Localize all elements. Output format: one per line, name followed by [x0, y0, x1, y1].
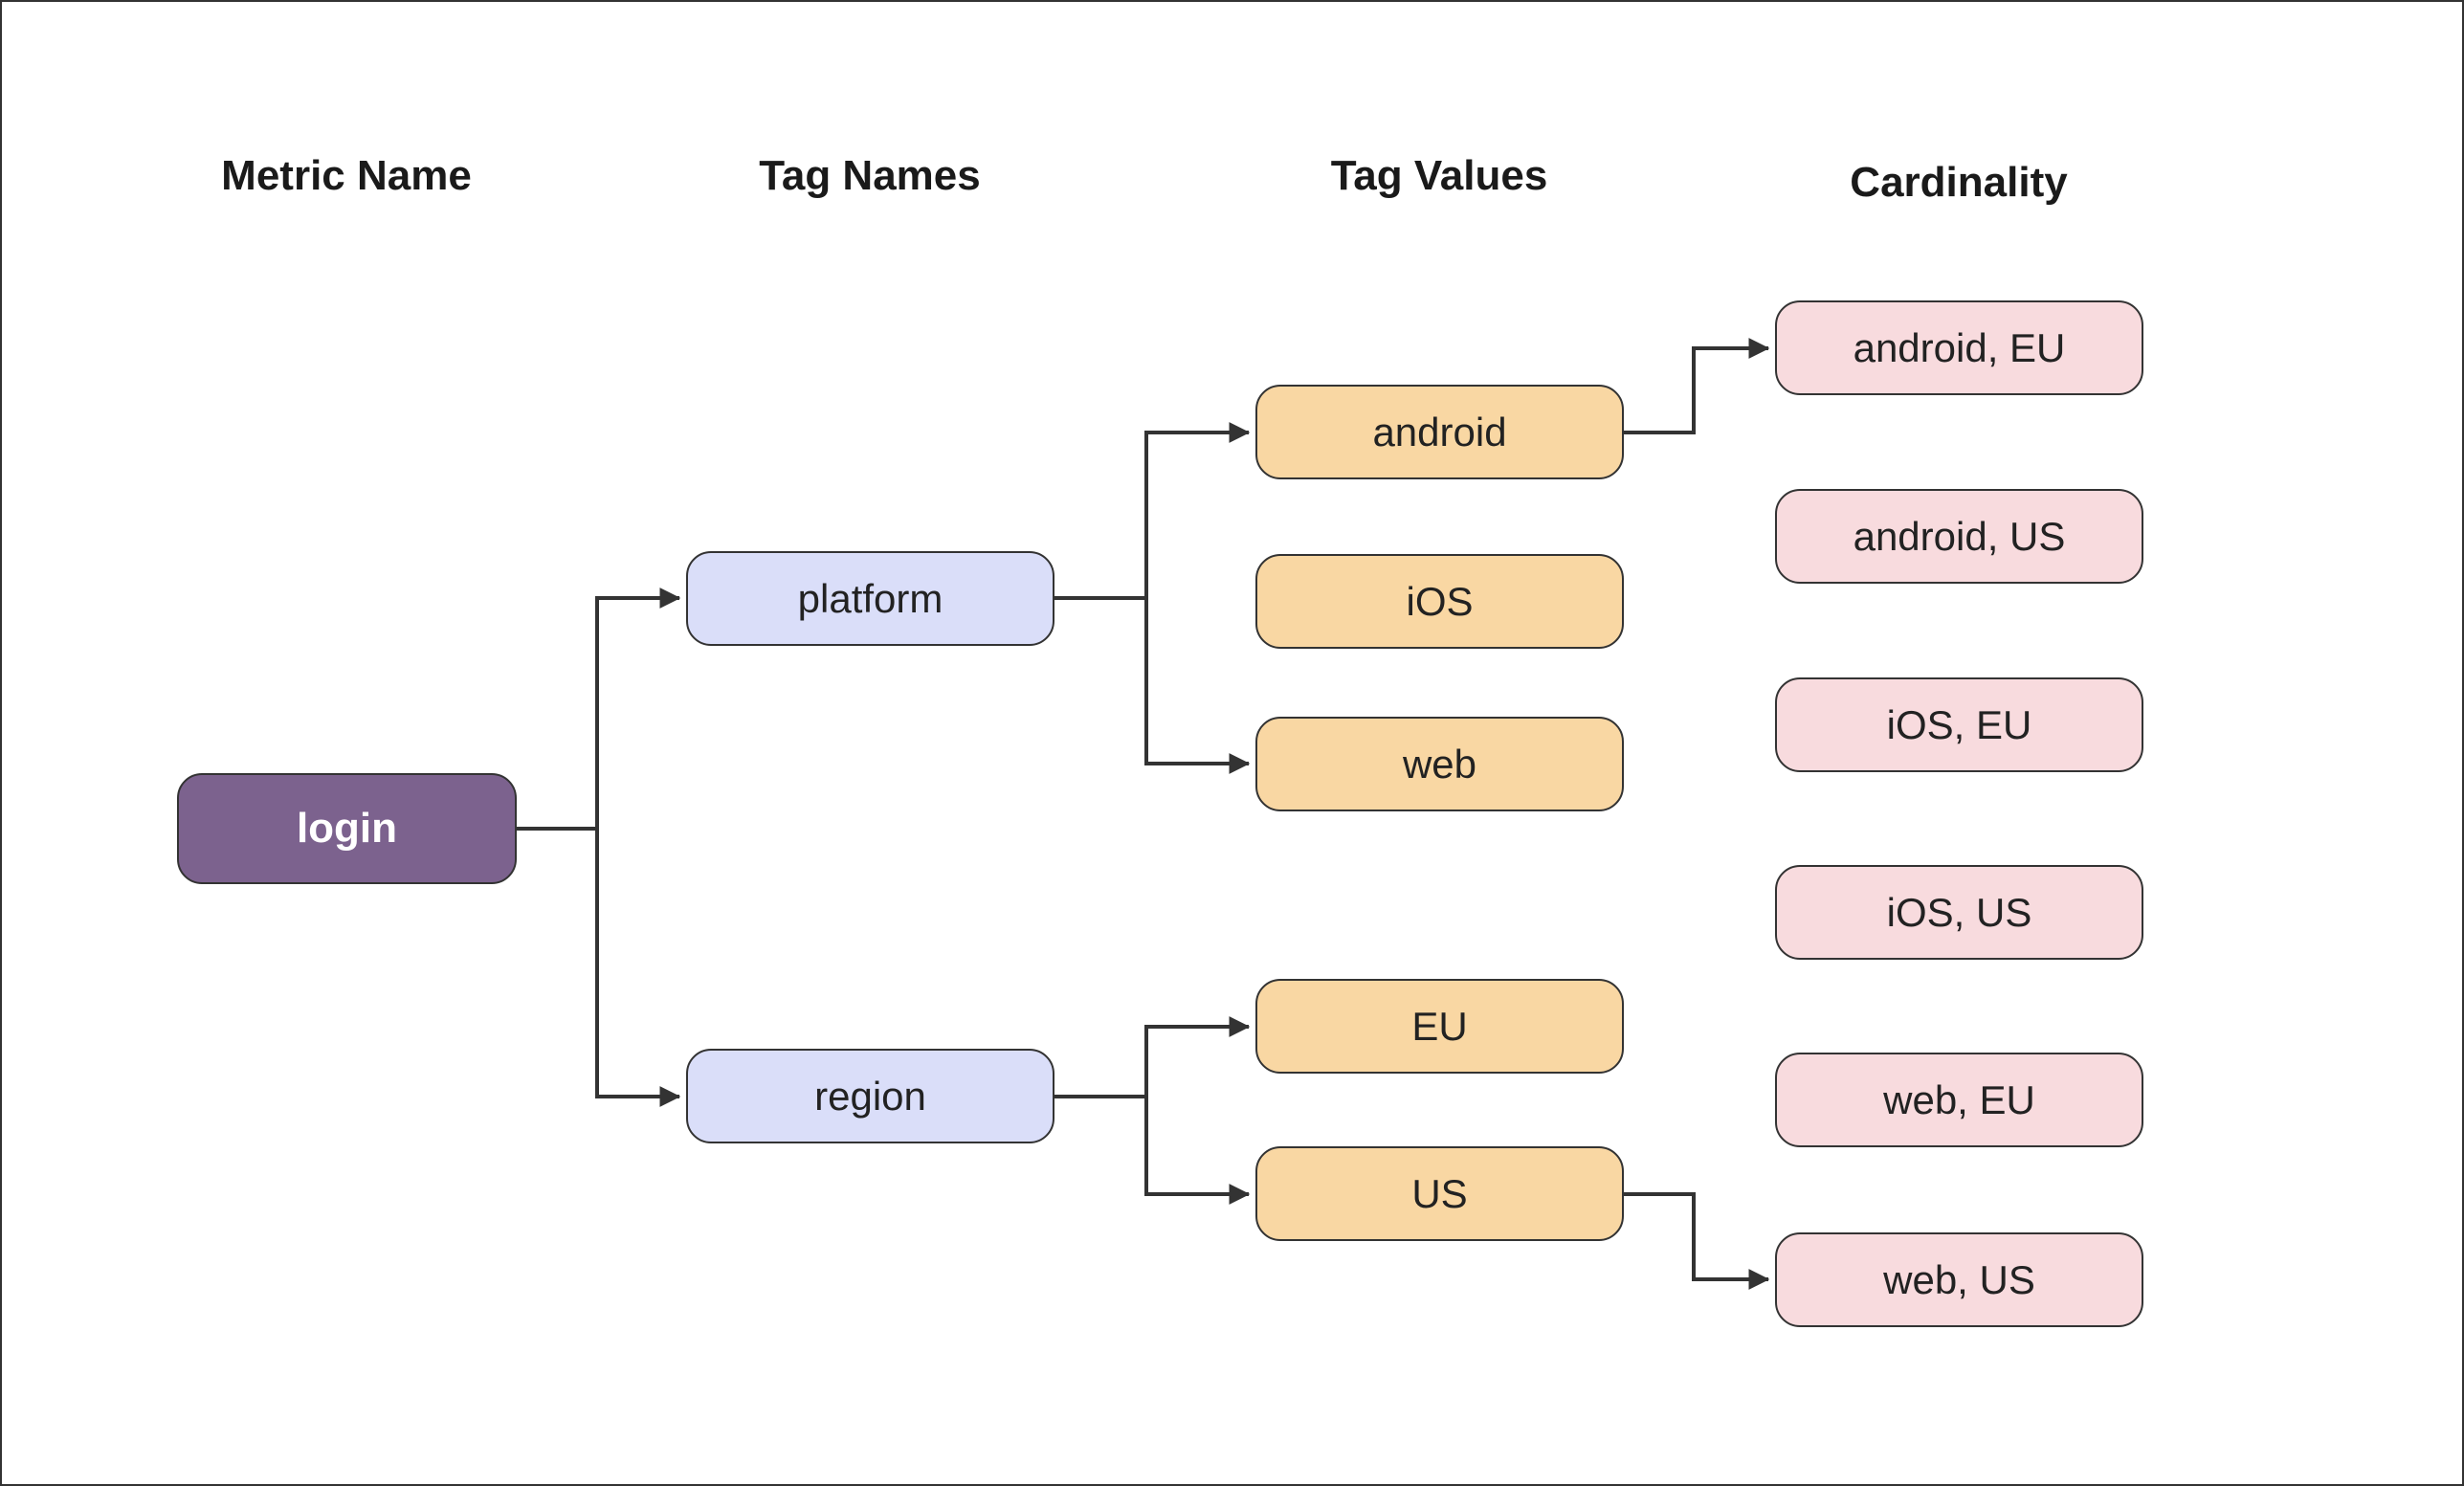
node-cardinality-ios-eu-label: iOS, EU — [1886, 701, 2032, 747]
node-region: region — [686, 1049, 1054, 1143]
node-login-label: login — [296, 805, 398, 852]
node-cardinality-web-us-label: web, US — [1883, 1256, 2035, 1302]
node-platform-label: platform — [797, 575, 943, 621]
node-cardinality-web-eu-label: web, EU — [1883, 1076, 2035, 1122]
edge-login-region — [595, 827, 681, 1107]
node-android: android — [1255, 385, 1624, 479]
column-header-tag-names: Tag Names — [759, 152, 981, 199]
node-login: login — [177, 773, 517, 884]
node-web: web — [1255, 717, 1624, 811]
node-cardinality-ios-us-label: iOS, US — [1886, 889, 2032, 935]
node-cardinality-android-us-label: android, US — [1853, 513, 2066, 559]
node-ios: iOS — [1255, 554, 1624, 649]
edge-us-web-us — [1622, 1192, 1770, 1290]
edge-platform-android — [1053, 422, 1251, 600]
edge-platform-web — [1144, 596, 1251, 774]
node-cardinality-ios-us: iOS, US — [1775, 865, 2143, 960]
node-us-label: US — [1411, 1170, 1468, 1216]
node-platform: platform — [686, 551, 1054, 646]
node-region-label: region — [814, 1073, 926, 1119]
node-cardinality-android-us: android, US — [1775, 489, 2143, 584]
node-web-label: web — [1402, 741, 1477, 787]
edge-login-platform — [515, 588, 681, 831]
column-header-cardinality: Cardinality — [1850, 159, 2068, 206]
node-cardinality-web-us: web, US — [1775, 1232, 2143, 1327]
edge-android-android-eu — [1622, 338, 1770, 434]
column-header-metric-name: Metric Name — [221, 152, 472, 199]
node-cardinality-web-eu: web, EU — [1775, 1053, 2143, 1147]
node-cardinality-ios-eu: iOS, EU — [1775, 677, 2143, 772]
node-cardinality-android-eu-label: android, EU — [1853, 324, 2066, 370]
edge-region-us — [1144, 1095, 1251, 1205]
node-us: US — [1255, 1146, 1624, 1241]
node-eu-label: EU — [1411, 1003, 1468, 1049]
edge-region-eu — [1053, 1016, 1251, 1098]
node-android-label: android — [1372, 409, 1507, 455]
node-eu: EU — [1255, 979, 1624, 1074]
node-ios-label: iOS — [1406, 578, 1474, 624]
column-header-tag-values: Tag Values — [1330, 152, 1548, 199]
node-cardinality-android-eu: android, EU — [1775, 300, 2143, 395]
